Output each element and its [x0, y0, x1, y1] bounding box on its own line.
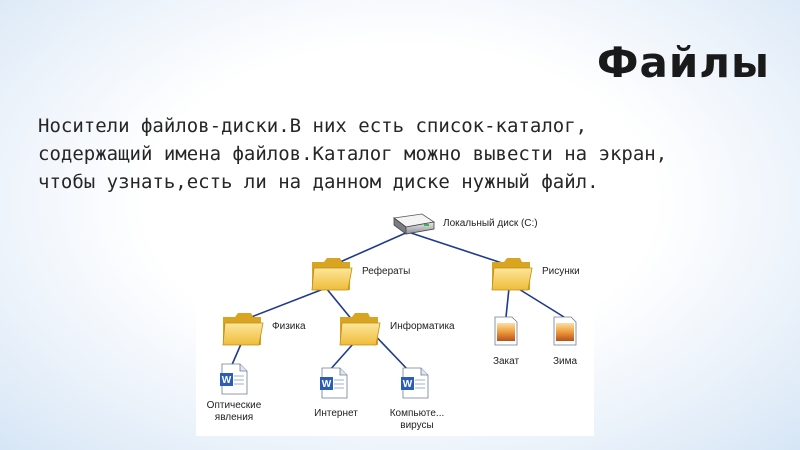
folder-label-referaty: Рефераты [362, 265, 410, 277]
slide-body-text: Носители файлов-диски.В них есть список-… [38, 112, 778, 196]
hard-drive-icon [392, 213, 436, 235]
image-file-icon [553, 316, 577, 346]
text-line-1: Носители файлов-диски.В них есть список-… [38, 115, 588, 137]
file-label-optika-1: Оптические [207, 400, 262, 411]
folder-icon [491, 258, 533, 291]
file-label-zima: Зима [553, 356, 578, 367]
text-line-3: чтобы узнать,есть ли на данном диске нуж… [38, 171, 599, 193]
text-line-2: содержащий имена файлов.Каталог можно вы… [38, 143, 668, 165]
connector-fizika-optika [230, 343, 242, 368]
folder-label-fizika: Физика [272, 321, 306, 332]
word-document-icon: W [320, 367, 348, 399]
file-label-virusy-1: Компьюте... [390, 408, 445, 419]
connector-informatika-internet [328, 343, 354, 372]
file-label-zakat: Закат [493, 356, 520, 367]
svg-text:W: W [222, 375, 232, 386]
connector-referaty-informatika [325, 287, 354, 322]
connector-risunki-zakat [505, 287, 510, 318]
connector-risunki-zima [513, 285, 565, 318]
file-tree-svg: Локальный диск (С:) Рефераты Рисунки Физ… [207, 213, 580, 431]
folder-label-risunki: Рисунки [542, 266, 580, 277]
disk-label: Локальный диск (С:) [443, 218, 538, 229]
connector-referaty-fizika [240, 287, 327, 322]
word-document-icon: W [220, 363, 248, 395]
word-document-icon: W [401, 367, 429, 399]
image-file-icon [494, 316, 518, 346]
folder-icon [339, 313, 381, 346]
folder-icon [311, 258, 353, 291]
file-label-optika-2: явления [215, 412, 253, 423]
svg-text:W: W [403, 379, 413, 390]
connector-disk-referaty [330, 231, 409, 267]
folder-icon [222, 313, 264, 346]
connector-disk-risunki [407, 231, 512, 267]
folder-label-informatika: Информатика [390, 320, 455, 332]
file-label-internet: Интернет [314, 408, 358, 419]
file-tree-diagram: Локальный диск (С:) Рефераты Рисунки Физ… [196, 204, 594, 436]
file-label-virusy-2: вирусы [400, 420, 433, 431]
svg-text:W: W [322, 379, 332, 390]
tree-connectors [230, 231, 565, 372]
slide-title: Файлы [596, 38, 770, 87]
